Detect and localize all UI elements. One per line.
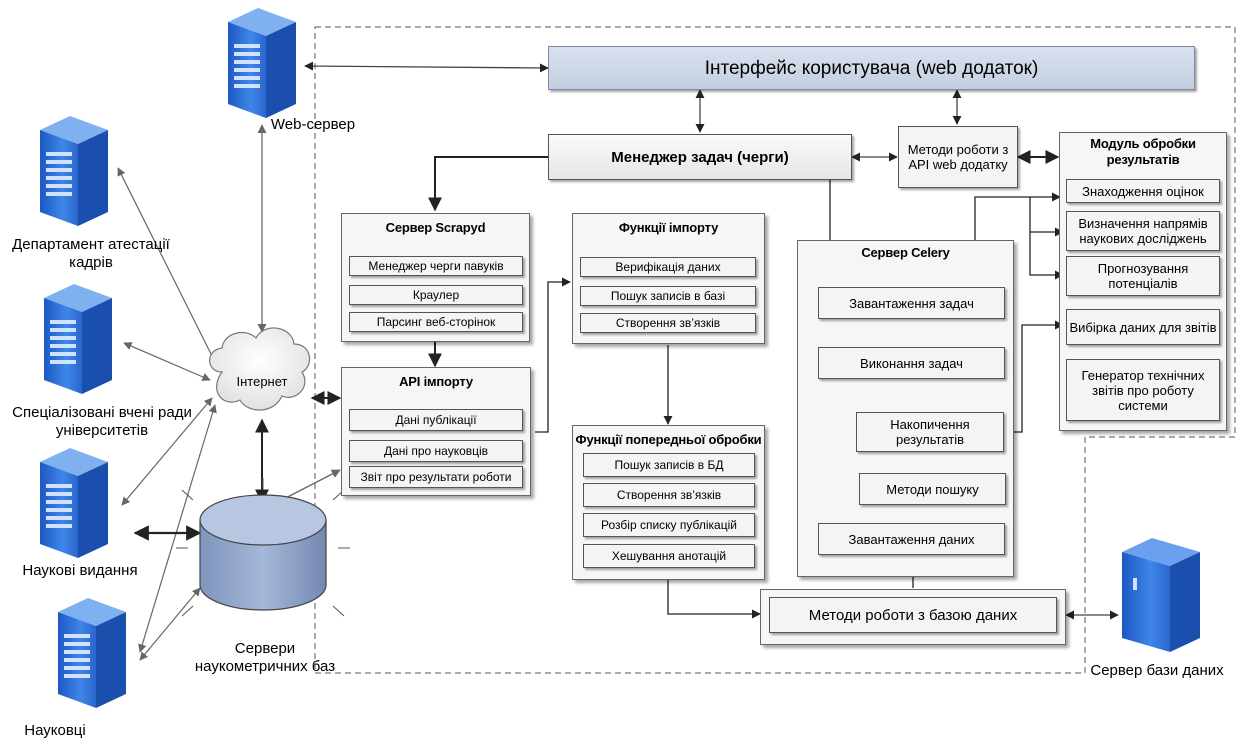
import-item-relations: Створення зв’язків	[580, 313, 756, 333]
scrapyd-panel: Сервер Scrapyd Менеджер черги павуків Кр…	[341, 213, 530, 342]
scrapyd-title: Сервер Scrapyd	[385, 220, 486, 235]
councils-server-icon	[44, 284, 112, 394]
preprocessing-item-hashing: Хешування анотацій	[583, 544, 755, 568]
internet-label: Інтернет	[236, 374, 288, 389]
celery-panel: Сервер Celery Завантаження задач Виконан…	[797, 240, 1014, 577]
import-item-record-search: Пошук записів в базі	[580, 286, 756, 306]
results-item-report-selection: Вибірка даних для звітів	[1066, 309, 1220, 345]
web-server-icon	[228, 8, 296, 118]
api-import-item-scientists: Дані про науковців	[349, 440, 523, 462]
ui-header: Інтерфейс користувача (web додаток)	[548, 46, 1195, 90]
api-methods-box: Методи роботи з API web додатку	[898, 126, 1018, 188]
scrapyd-item-spider-queue: Менеджер черги павуків	[349, 256, 523, 276]
task-manager: Менеджер задач (черги)	[548, 134, 852, 180]
api-import-panel: API імпорту Дані публікації Дані про нау…	[341, 367, 531, 496]
internet-cloud-icon	[209, 327, 311, 411]
scientometric-label: Сервери наукометричних баз	[194, 640, 336, 675]
scrapyd-item-crawler: Краулер	[349, 285, 523, 305]
results-module-panel: Модуль обробки результатів Знаходження о…	[1059, 132, 1227, 431]
celery-item-execute-tasks: Виконання задач	[818, 347, 1005, 379]
import-functions-panel: Функції імпорту Верифікація даних Пошук …	[572, 213, 765, 344]
db-methods-box: Методи роботи з базою даних	[769, 597, 1057, 633]
celery-title: Сервер Celery	[861, 245, 950, 260]
celery-item-load-tasks: Завантаження задач	[818, 287, 1005, 319]
api-import-item-report: Звіт про результати роботи	[349, 466, 523, 488]
db-server-icon	[1122, 538, 1200, 652]
results-item-forecasting: Прогнозування потенціалів	[1066, 256, 1220, 296]
scientists-label: Науковці	[24, 722, 86, 739]
journals-label: Наукові видання	[22, 562, 138, 579]
import-functions-title: Функції імпорту	[618, 220, 719, 235]
journals-server-icon	[40, 448, 108, 558]
dept-server-icon	[40, 116, 108, 226]
db-methods-panel: Методи роботи з базою даних	[760, 589, 1066, 645]
celery-item-accumulate-results: Накопичення результатів	[856, 412, 1004, 452]
api-import-item-publication: Дані публікації	[349, 409, 523, 431]
celery-item-load-data: Завантаження даних	[818, 523, 1005, 555]
preprocessing-item-relations: Створення зв’язків	[583, 483, 755, 507]
preprocessing-panel: Функції попередньої обробки Пошук записі…	[572, 425, 765, 580]
preprocessing-item-publication-list: Розбір списку публікацій	[583, 513, 755, 537]
scrapyd-item-parsing: Парсинг веб-сторінок	[349, 312, 523, 332]
preprocessing-item-db-search: Пошук записів в БД	[583, 453, 755, 477]
import-item-verification: Верифікація даних	[580, 257, 756, 277]
results-item-estimates: Знаходження оцінок	[1066, 179, 1220, 203]
db-server-label: Сервер бази даних	[1090, 662, 1224, 679]
scientometric-db-icon	[176, 478, 350, 617]
results-item-tech-reports: Генератор технічних звітів про роботу си…	[1066, 359, 1220, 421]
results-module-title: Модуль обробки результатів	[1090, 136, 1196, 167]
api-import-title: API імпорту	[399, 374, 473, 389]
celery-item-search-methods: Методи пошуку	[859, 473, 1006, 505]
scientists-server-icon	[58, 598, 126, 708]
dept-label: Департамент атестації кадрів	[12, 236, 170, 271]
preprocessing-title: Функції попередньої обробки	[575, 432, 762, 447]
web-server-label: Web-сервер	[270, 116, 356, 133]
councils-label: Спеціалізовані вчені ради університетів	[12, 404, 192, 439]
results-item-research-directions: Визначення напрямів наукових досліджень	[1066, 211, 1220, 251]
